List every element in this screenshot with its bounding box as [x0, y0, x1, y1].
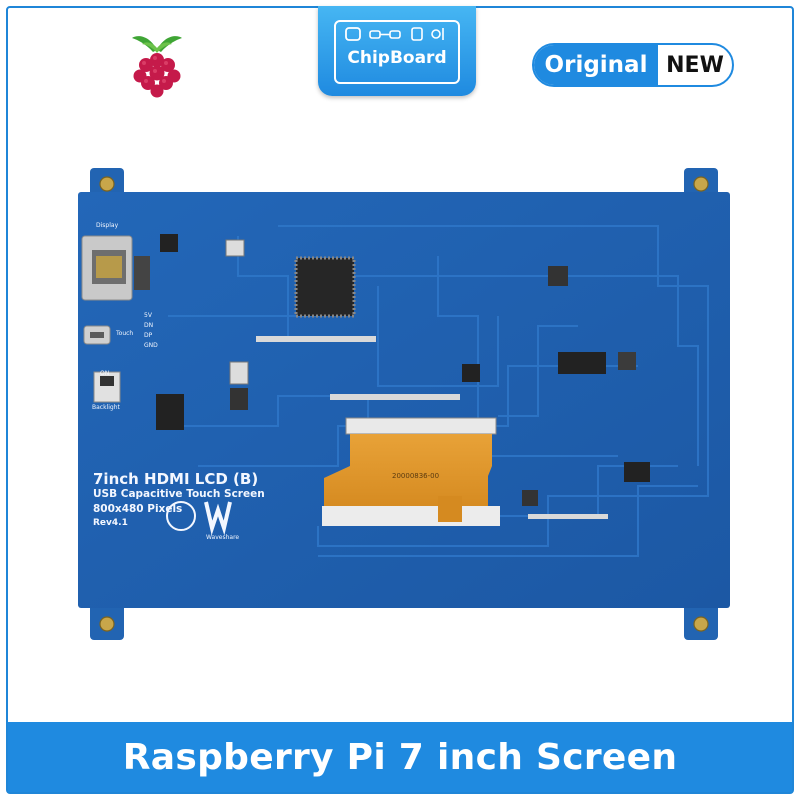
silkscreen-title: 7inch HDMI LCD (B) — [93, 470, 259, 488]
waveshare-logo — [166, 501, 232, 536]
silkscreen-resolution: 800x480 Pixels — [93, 503, 183, 515]
silkscreen-subtitle: USB Capacitive Touch Screen — [93, 488, 265, 500]
original-new-badge: Original NEW — [532, 43, 734, 87]
silkscreen-switch-on: ON — [100, 370, 110, 377]
product-banner: Raspberry Pi 7 inch Screen — [8, 722, 792, 792]
raspberry-pi-icon — [132, 36, 182, 98]
badge-original-label: Original — [534, 45, 658, 85]
brand-name: ChipBoard — [347, 48, 447, 68]
silkscreen-port-touch: Touch — [116, 330, 134, 337]
silkscreen-pin-5v: 5V — [144, 312, 152, 319]
silkscreen-revision: Rev4.1 — [93, 518, 128, 528]
badge-new-label: NEW — [666, 52, 724, 78]
chipboard-circuit-icon — [345, 27, 444, 41]
mounting-screw — [99, 176, 709, 632]
chipboard-frame — [334, 20, 460, 84]
silkscreen-pin-dp: DP — [144, 332, 153, 339]
silkscreen-port-display: Display — [96, 222, 119, 229]
silkscreen-pin-gnd: GND — [144, 342, 158, 349]
fpc-code: 20000836-00 — [392, 472, 440, 480]
chipboard-logo: ChipBoard — [318, 6, 476, 96]
product-title: Raspberry Pi 7 inch Screen — [122, 736, 678, 778]
silkscreen-pin-dn: DN — [144, 322, 154, 329]
silkscreen-port-backlight: Backlight — [92, 404, 120, 411]
lcd-board-pcb — [78, 168, 730, 640]
silkscreen-maker: Waveshare — [206, 534, 240, 541]
